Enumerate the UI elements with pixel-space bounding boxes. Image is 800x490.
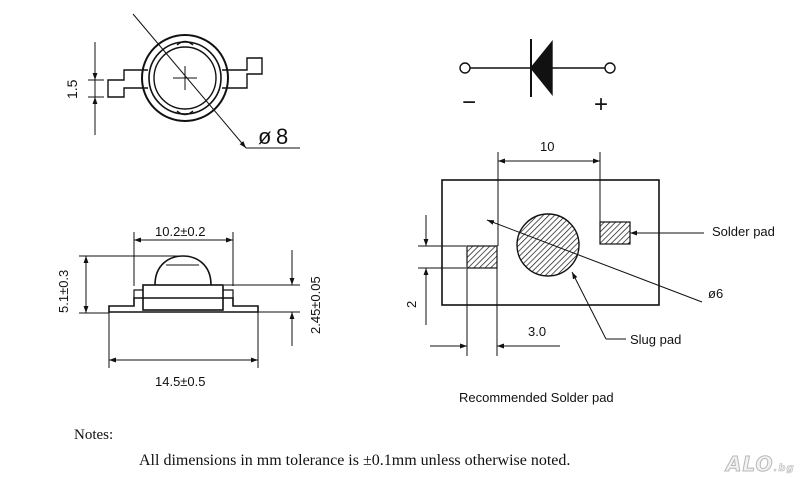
plus-sign: + [594, 91, 608, 118]
pad-layout-caption: Recommended Solder pad [459, 390, 614, 405]
board-outline [441, 179, 660, 306]
diameter-value: 8 [276, 124, 288, 149]
top-view [88, 13, 300, 149]
side-view [79, 232, 300, 368]
right-lead [222, 57, 263, 89]
notes-text: All dimensions in mm tolerance is ±0.1mm… [139, 452, 571, 469]
pad-layout [418, 152, 704, 356]
watermark-logo: ALO.bg [726, 452, 795, 477]
left-lead [107, 69, 148, 98]
top-height-dim: 1.5 [64, 79, 80, 99]
diameter-symbol: ø [258, 124, 271, 149]
side-width-dim: 10.2±0.2 [155, 224, 206, 239]
body-outline [141, 34, 229, 122]
side-length-dim: 14.5±0.5 [155, 374, 206, 389]
slug-pad-label: Slug pad [630, 332, 681, 347]
pad-height-dim: 2 [404, 301, 419, 308]
pad-spacing-dim: 10 [540, 139, 554, 154]
watermark-suffix: .bg [773, 463, 795, 475]
minus-sign: − [462, 89, 476, 116]
side-thickness-dim: 2.45±0.05 [308, 276, 323, 334]
lens [153, 46, 217, 110]
notes-title: Notes: [74, 427, 114, 443]
solder-pad-label: Solder pad [712, 224, 775, 239]
solder-pad-right [599, 221, 631, 245]
side-height-dim: 5.1±0.3 [56, 270, 71, 313]
diode-symbol [459, 39, 616, 97]
solder-pad-left [466, 245, 498, 269]
pad-width-dim: 3.0 [528, 324, 546, 339]
slug-pad [516, 213, 580, 277]
watermark-text: ALO [726, 452, 774, 477]
slug-diameter-label: ø6 [708, 286, 723, 301]
